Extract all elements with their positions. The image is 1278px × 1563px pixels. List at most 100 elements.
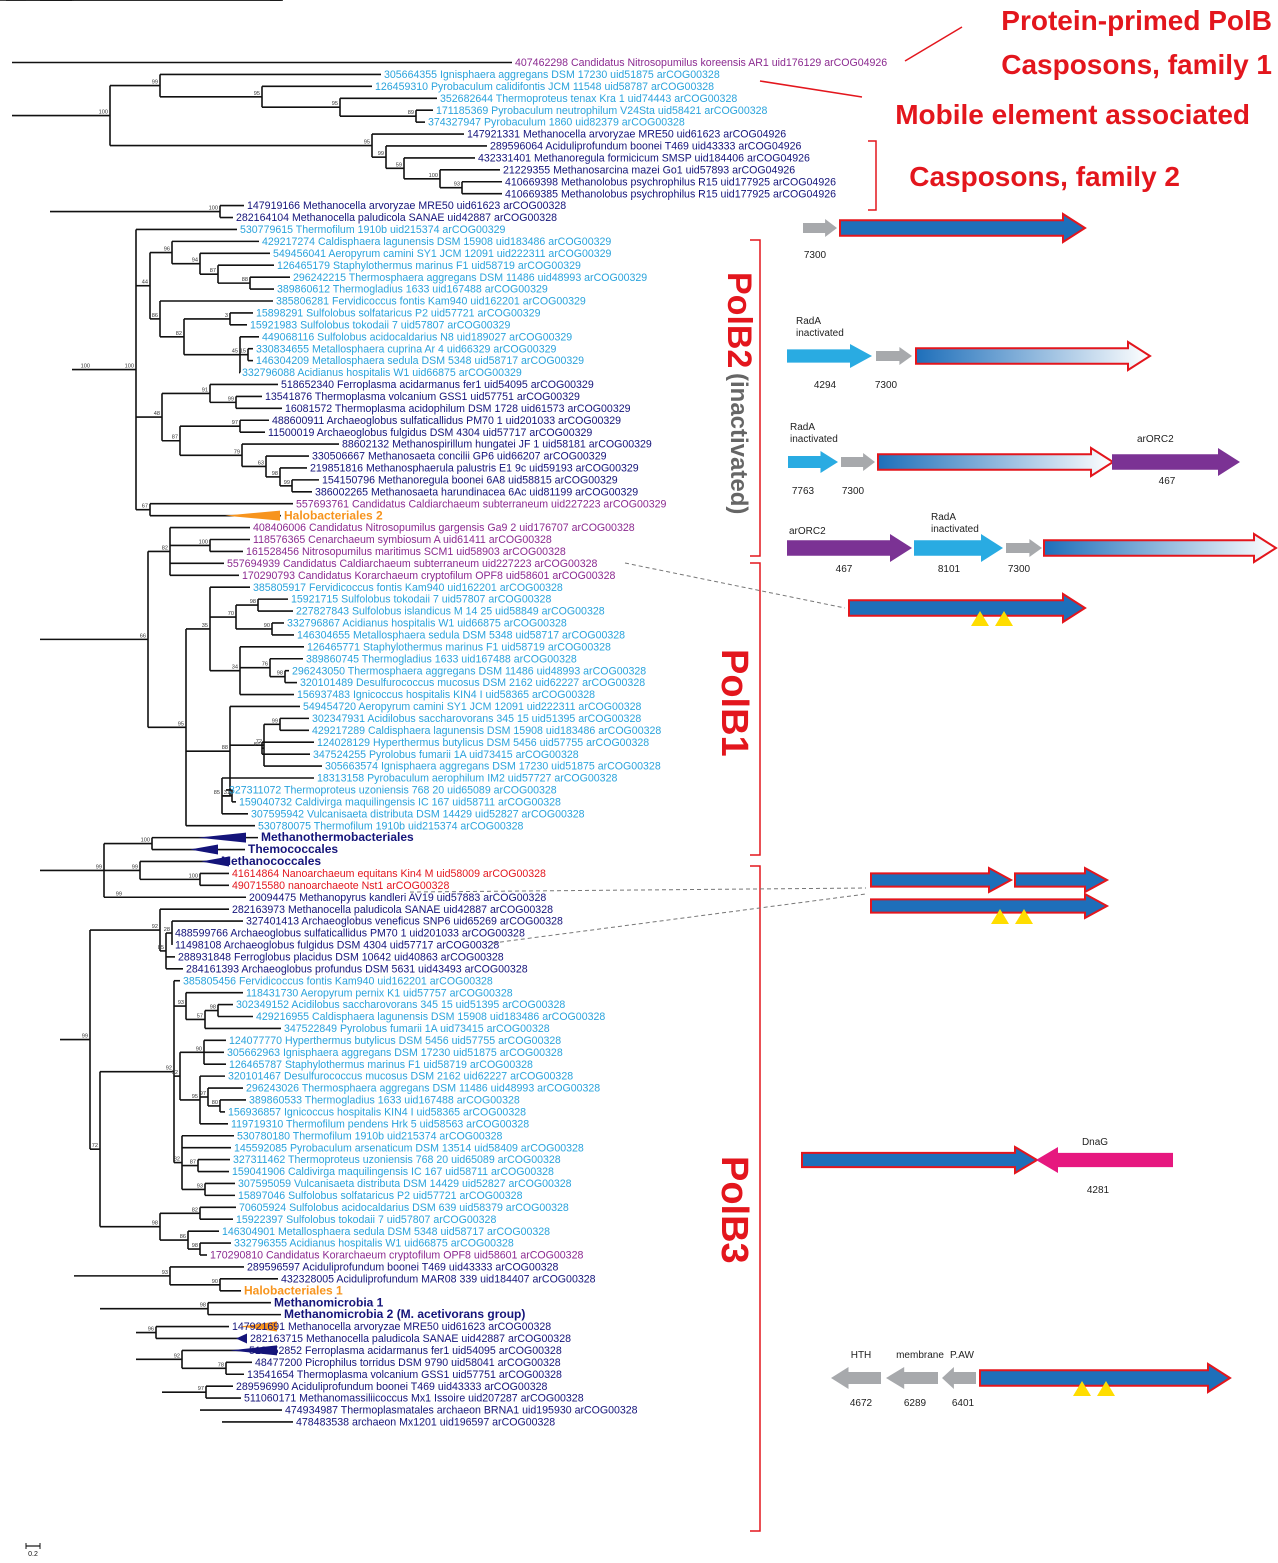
leaf-label: 119719310 Thermofilum pendens Hrk 5 uid5…	[231, 1118, 529, 1130]
leaf-label: 296243026 Thermosphaera aggregans DSM 11…	[246, 1083, 600, 1095]
bootstrap-value: 82	[174, 1157, 180, 1163]
leaf-label: 429217289 Caldisphaera lagunensis DSM 15…	[312, 725, 661, 737]
leaf-label: 146304901 Metallosphaera sedula DSM 5348…	[222, 1226, 550, 1238]
leaf-label: 478483538 archaeon Mx1201 uid196597 arCO…	[296, 1417, 555, 1429]
leaf-label: 305664355 Ignisphaera aggregans DSM 1723…	[384, 69, 720, 81]
leaf-label: 307595942 Vulcanisaeta distributa DSM 14…	[251, 808, 585, 820]
leaf-label: 88602132 Methanospirillum hungatei JF 1 …	[342, 439, 652, 451]
leaf-label: 557694939 Candidatus Caldiarchaeum subte…	[227, 558, 598, 570]
leaf-label: Methanothermobacteriales	[261, 830, 414, 844]
bootstrap-value: 45	[232, 349, 238, 355]
bootstrap-value: 3	[225, 313, 228, 319]
leaf-label: 147921331 Methanocella arvoryzae MRE50 u…	[467, 129, 786, 141]
bracket-polb1	[750, 562, 761, 856]
bootstrap-value: 84	[254, 742, 260, 748]
leaf-label: 307595059 Vulcanisaeta distributa DSM 14…	[238, 1178, 572, 1190]
bootstrap-value: 97	[232, 420, 238, 426]
bootstrap-value: 93	[454, 182, 460, 188]
leaf-label: 549456041 Aeropyrum camini SY1 JCM 12091…	[273, 248, 612, 260]
leaf-label: 389860745 Thermogladius 1633 uid167488 a…	[306, 653, 577, 665]
bootstrap-value: 90	[128, 0, 134, 2]
leaf-label: 302347931 Acidilobus saccharovorans 345 …	[312, 713, 641, 725]
bootstrap-value: 93	[162, 1270, 168, 1276]
leaf-label: 118576365 Cenarchaeum symbiosum A uid614…	[253, 534, 552, 546]
bootstrap-value: 94	[192, 258, 198, 264]
bootstrap-value: 95	[178, 721, 184, 727]
leaf-label: 48477200 Picrophilus torridus DSM 9790 u…	[255, 1357, 561, 1369]
leaf-label: 20094475 Methanopyrus kandleri AV19 uid5…	[249, 892, 546, 904]
leaf-label: 429216955 Caldisphaera lagunensis DSM 15…	[256, 1011, 605, 1023]
polb3-gene-arrow	[979, 1362, 1232, 1394]
bootstrap-value: 76	[262, 662, 268, 668]
bootstrap-value: 99	[378, 151, 384, 157]
leaf-label: 16081572 Thermoplasma acidophilum DSM 17…	[285, 403, 631, 415]
bootstrap-value: 91	[202, 387, 208, 393]
collapsed-clade-triangle	[230, 1345, 277, 1356]
bootstrap-value: 96	[148, 1327, 154, 1333]
bootstrap-value: 98	[210, 1005, 216, 1011]
leaf-label: 320101467 Desulfurococcus mucosus DSM 21…	[228, 1071, 573, 1083]
orc2-gene-label: arORC2	[1137, 434, 1174, 445]
bootstrap-value: 96	[164, 247, 170, 253]
bootstrap-value: 88	[222, 745, 228, 751]
leaf-label: 305662963 Ignisphaera aggregans DSM 1723…	[227, 1047, 563, 1059]
bootstrap-value: 98	[250, 599, 256, 605]
bootstrap-value: 95	[154, 0, 160, 2]
polb1-label: PolB1	[713, 649, 755, 757]
bootstrap-value: 100	[99, 110, 108, 116]
leaf-label: 389860533 Thermogladius 1633 uid167488 a…	[249, 1095, 520, 1107]
leaf-label: 389860612 Thermogladius 1633 uid167488 a…	[277, 284, 548, 296]
scale-bar-label: 0.2	[28, 1551, 38, 1558]
rada-gene-arrow	[788, 451, 838, 473]
bootstrap-value: 78	[218, 1362, 224, 1368]
leaf-label: 15921715 Sulfolobus tokodaii 7 uid57807 …	[291, 594, 551, 606]
bootstrap-value: 92	[166, 1066, 172, 1072]
leaf-label: 332796088 Acidianus hospitalis W1 uid668…	[242, 367, 522, 379]
annotations: Protein-primed PolB Casposons, family 1 …	[713, 5, 1272, 1532]
bootstrap-value: 70	[228, 611, 234, 617]
leaf-label: 320101489 Desulfurococcus mucosus DSM 21…	[300, 677, 645, 689]
leaf-label: 282163973 Methanocella paludicola SANAE …	[232, 904, 553, 916]
leaf-label: 511060171 Methanomassiliicoccus Mx1 Isso…	[244, 1393, 584, 1405]
leaf-label: 147919166 Methanocella arvoryzae MRE50 u…	[247, 200, 566, 212]
polb2-gene-arrow	[915, 340, 1152, 372]
leaf-label: 518652852 Ferroplasma acidarmanus fer1 u…	[249, 1345, 562, 1357]
leaf-label: 170290793 Candidatus Korarchaeum cryptof…	[242, 570, 615, 582]
leaf-label: 70605924 Sulfolobus acidocaldarius DSM 6…	[239, 1202, 569, 1214]
rada-gene-label: inactivated	[790, 434, 838, 445]
polb2-gene-arrow	[1043, 532, 1278, 564]
leaf-label: Themococcales	[248, 842, 338, 856]
gene-id-7300: 7300	[875, 380, 898, 391]
bootstrap-value: 80	[212, 1100, 218, 1106]
leaf-label: 289596990 Aciduliprofundum boonei T469 u…	[236, 1381, 547, 1393]
bootstrap-value: 98	[192, 1243, 198, 1249]
bootstrap-value: 93	[197, 1183, 203, 1189]
bootstrap-value: 88	[242, 277, 248, 283]
gene-id-8101: 8101	[938, 564, 961, 575]
bootstrap-value: 85	[158, 945, 164, 951]
leaf-label: Halobacteriales 1	[244, 1283, 343, 1297]
leaf-label: 296243050 Thermosphaera aggregans DSM 11…	[292, 665, 646, 677]
leaf-label: 219851816 Methanosphaerula palustris E1 …	[310, 463, 639, 475]
gene-id-6401: 6401	[952, 1398, 975, 1409]
bootstrap-value: 95	[192, 1094, 198, 1100]
bootstrap-value: 95	[332, 101, 338, 107]
leaf-label: 332796355 Acidianus hospitalis W1 uid668…	[234, 1238, 514, 1250]
bracket-polb3	[750, 865, 761, 1532]
leaf-label: 530780180 Thermofilum 1910b uid215374 ar…	[237, 1130, 503, 1142]
leaf-label: 146304655 Metallosphaera sedula DSM 5348…	[297, 630, 625, 642]
bootstrap-value: 28	[164, 927, 170, 933]
gene-id-4281: 4281	[1087, 1185, 1110, 1196]
leaf-label: 282164104 Methanocella paludicola SANAE …	[236, 212, 557, 224]
bootstrap-value: 97	[198, 1386, 204, 1392]
leaf-label: 410669385 Methanolobus psychrophilus R15…	[505, 188, 836, 200]
polb3-label: PolB3	[713, 1156, 755, 1264]
bracket-family2	[868, 140, 877, 211]
bootstrap-value: 95	[254, 91, 260, 97]
leaf-label: 156937483 Ignicoccus hospitalis KIN4 I u…	[297, 689, 595, 701]
gene-id-7763: 7763	[792, 486, 815, 497]
bootstrap-value: 93	[178, 1000, 184, 1006]
leaf-label: 305663574 Ignisphaera aggregans DSM 1723…	[325, 761, 661, 773]
rada-gene-arrow	[787, 344, 872, 368]
